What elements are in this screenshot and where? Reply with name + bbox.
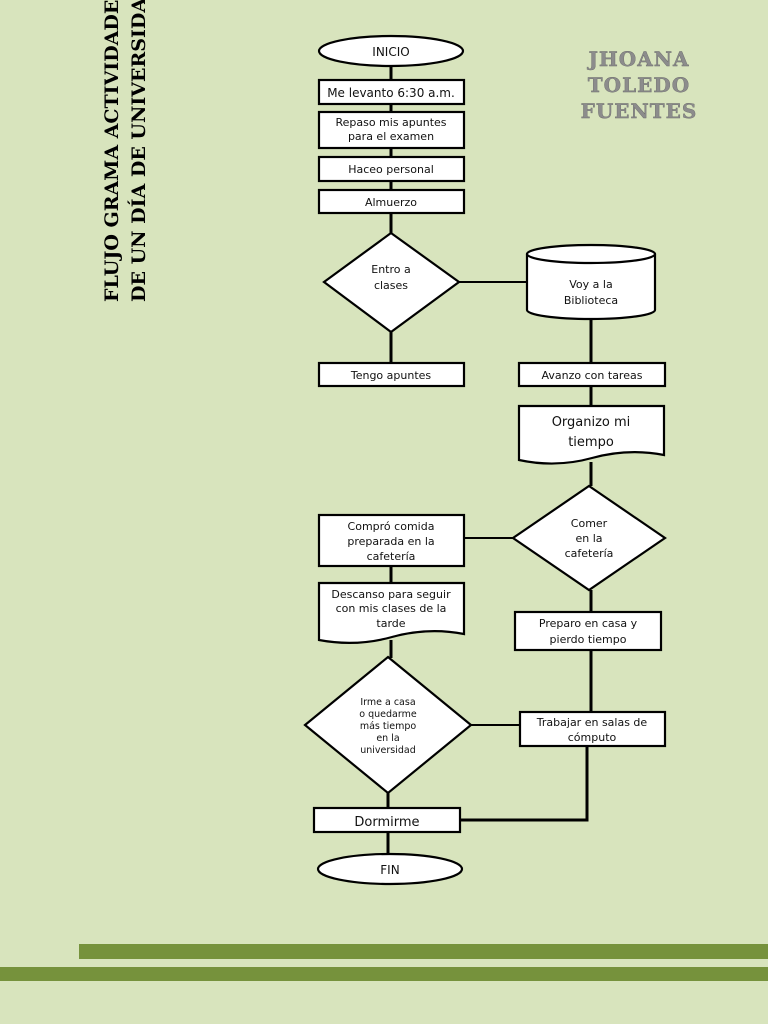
process-preparo-casa: Preparo en casa y pierdo tiempo xyxy=(513,610,663,652)
decorative-band-top xyxy=(79,944,768,959)
decision-irme-line-4: en la xyxy=(376,733,399,744)
decision-comer-line-2: en la xyxy=(575,532,602,545)
decision-irme-line-1: Irme a casa xyxy=(360,697,415,708)
decision-entro-clases: Entro a clases xyxy=(322,231,461,334)
decision-comer-line-3: cafetería xyxy=(565,547,614,560)
process-trabajar-salas: Trabajar en salas de cómputo xyxy=(518,710,667,748)
end-node: FIN xyxy=(316,852,464,886)
decision-comer-line-1: Comer xyxy=(571,517,608,530)
author-name: JHOANA TOLEDO FUENTES xyxy=(580,47,698,123)
process-avanzo-label: Avanzo con tareas xyxy=(542,369,643,382)
document-descanso-line-2: con mis clases de la xyxy=(336,602,447,615)
process-almuerzo-label: Almuerzo xyxy=(365,196,417,209)
decision-irme-line-5: universidad xyxy=(360,745,416,756)
decorative-band-bottom xyxy=(0,967,768,981)
start-label: INICIO xyxy=(372,45,409,59)
data-voy-line-1: Voy a la xyxy=(569,278,612,291)
process-me-levanto-label: Me levanto 6:30 a.m. xyxy=(327,86,455,100)
process-tengo-label: Tengo apuntes xyxy=(350,369,432,382)
process-trabajar-line-1: Trabajar en salas de xyxy=(536,716,648,729)
process-dormirme: Dormirme xyxy=(312,806,462,834)
author-line-2: TOLEDO xyxy=(588,73,690,97)
process-almuerzo: Almuerzo xyxy=(317,188,466,215)
decision-entro-line-2: clases xyxy=(374,279,408,292)
process-compro-comida: Compró comida preparada en la cafetería xyxy=(317,513,466,568)
process-trabajar-line-2: cómputo xyxy=(568,731,617,744)
connectors xyxy=(386,66,593,855)
process-preparo-line-2: pierdo tiempo xyxy=(550,633,627,646)
author-line-1: JHOANA xyxy=(586,47,689,71)
process-me-levanto: Me levanto 6:30 a.m. xyxy=(317,78,466,106)
document-organizo-tiempo: Organizo mi tiempo xyxy=(517,404,666,465)
decision-entro-line-1: Entro a xyxy=(371,263,410,276)
document-descanso: Descanso para seguir con mis clases de l… xyxy=(317,581,466,644)
process-haceo-label: Haceo personal xyxy=(348,163,434,176)
data-voy-line-2: Biblioteca xyxy=(564,294,618,307)
process-repaso: Repaso mis apuntes para el examen xyxy=(317,110,466,150)
diagram-title: FLUJO GRAMA ACTIVIDADES DE UN DÍA DE UNI… xyxy=(101,0,150,302)
process-tengo-apuntes: Tengo apuntes xyxy=(317,361,466,388)
diagram-title-line-1: FLUJO GRAMA ACTIVIDADES xyxy=(101,0,123,302)
process-repaso-line-1: Repaso mis apuntes xyxy=(335,116,446,129)
document-organizo-line-2: tiempo xyxy=(568,435,614,450)
process-avanzo-tareas: Avanzo con tareas xyxy=(517,361,667,388)
decision-irme-casa: Irme a casa o quedarme más tiempo en la … xyxy=(303,655,473,795)
start-node: INICIO xyxy=(317,34,465,68)
decision-irme-line-2: o quedarme xyxy=(359,709,417,720)
connector-trabajar-dormirme xyxy=(460,746,589,822)
data-voy-biblioteca: Voy a la Biblioteca xyxy=(525,243,657,321)
document-descanso-line-3: tarde xyxy=(376,617,405,630)
document-descanso-line-1: Descanso para seguir xyxy=(331,588,451,601)
decision-comer-cafeteria: Comer en la cafetería xyxy=(511,484,667,592)
process-repaso-line-2: para el examen xyxy=(348,130,434,143)
process-compro-line-3: cafetería xyxy=(367,550,416,563)
decision-irme-line-3: más tiempo xyxy=(360,721,417,732)
author-line-3: FUENTES xyxy=(581,99,698,123)
process-compro-line-2: preparada en la xyxy=(347,535,434,548)
process-haceo: Haceo personal xyxy=(317,155,466,183)
end-label: FIN xyxy=(380,863,399,877)
diagram-title-line-2: DE UN DÍA DE UNIVERSIDAD xyxy=(127,0,150,302)
document-organizo-line-1: Organizo mi xyxy=(552,415,631,430)
process-compro-line-1: Compró comida xyxy=(348,520,435,533)
process-preparo-line-1: Preparo en casa y xyxy=(539,617,638,630)
process-dormirme-label: Dormirme xyxy=(354,815,419,830)
